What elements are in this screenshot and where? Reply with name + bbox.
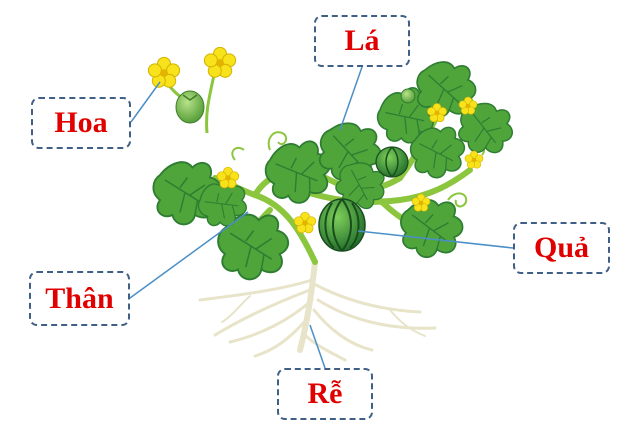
- fruits: [318, 88, 416, 252]
- label-flower-text: Hoa: [54, 106, 108, 139]
- label-fruit: Quả: [513, 222, 610, 274]
- label-leaf-text: Lá: [344, 24, 380, 57]
- label-stem-text: Thân: [45, 281, 114, 315]
- label-root: Rễ: [277, 368, 373, 420]
- label-stem: Thân: [29, 271, 130, 326]
- label-flower: Hoa: [31, 97, 131, 149]
- label-fruit-text: Quả: [533, 231, 590, 264]
- flower-specimen: [147, 46, 237, 134]
- label-root-text: Rễ: [307, 377, 343, 410]
- pointer-lines: [129, 66, 514, 369]
- roots: [198, 259, 437, 362]
- label-leaf: Lá: [314, 15, 410, 67]
